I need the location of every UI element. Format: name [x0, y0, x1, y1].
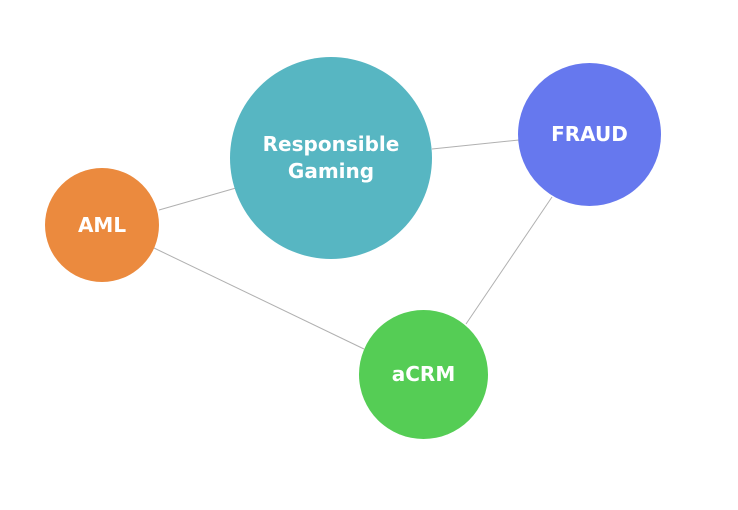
node-fraud: FRAUD: [518, 63, 661, 206]
edge-aml-responsible-gaming: [158, 187, 237, 211]
node-acrm-label: aCRM: [391, 362, 456, 386]
node-acrm: aCRM: [359, 310, 488, 439]
edge-aml-acrm: [153, 247, 365, 350]
node-responsible-gaming-label-line1: Responsible: [262, 132, 400, 156]
node-aml-label: AML: [77, 212, 127, 237]
node-responsible-gaming-label-line2: Gaming: [287, 159, 375, 183]
edge-responsible-gaming-fraud: [431, 139, 520, 150]
node-aml: AML: [45, 168, 159, 282]
edge-fraud-acrm: [465, 196, 553, 325]
node-responsible-gaming: Responsible Gaming: [230, 57, 432, 259]
node-fraud-label: FRAUD: [551, 122, 628, 146]
